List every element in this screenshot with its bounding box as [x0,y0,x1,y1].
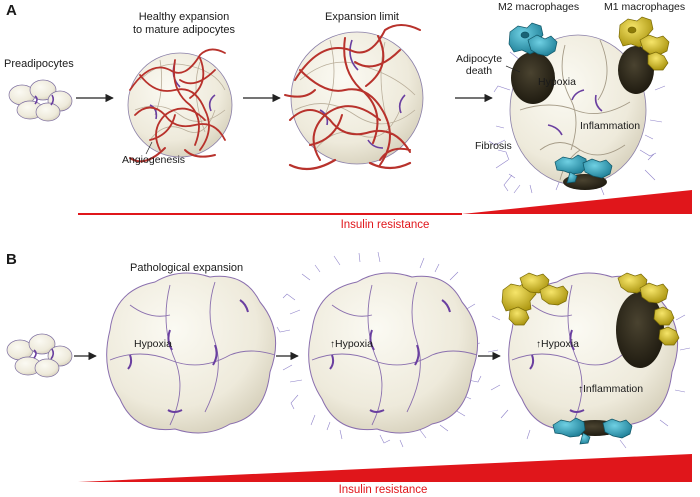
adipocyte-death-label: Adipocyte death [456,53,502,77]
healthy-expansion-label: Healthy expansion to mature adipocytes [133,11,235,36]
insulin-resistance-label-a: Insulin resistance [340,219,430,231]
inflammation-label-a: Inflammation [580,120,641,132]
insulin-resistance-label-b: Insulin resistance [338,484,428,496]
death-pointer [505,65,521,73]
dead-adipocyte [511,52,555,104]
m1-macrophages-b [501,272,680,346]
adipocyte-death-line1: Adipocyte [455,53,503,65]
m2-macrophages-b [552,417,633,445]
panel-a-letter: A [6,2,17,19]
angiogenesis-label: Angiogenesis [122,154,186,166]
insulin-wedge-a [462,190,692,214]
pathological-expansion-label: Pathological expansion [130,262,244,274]
angiogenesis-pointer [145,141,153,155]
inflammation-increase-label-b: ↑Inflammation [578,383,643,396]
hypoxia-text-b2: Hypoxia [335,338,373,350]
hypoxia-text-b3: Hypoxia [541,338,579,350]
expansion-limit-label: Expansion limit [325,11,399,23]
up-arrow-icon: ↑ [578,384,583,395]
m2-macrophages-a [508,22,613,184]
healthy-expansion-line1: Healthy expansion [138,11,230,23]
fibrosis-strands-b-final [487,314,691,449]
preadipocyte-cluster-a [8,79,73,122]
pathological-cluster [106,272,277,434]
fibrosis-strands-a [488,51,666,196]
panel-b-letter: B [6,251,17,268]
preadipocyte-cluster-b [6,333,73,378]
hypoxia-label-a: Hypoxia [538,76,576,88]
adipocyte-death-line2: death [465,65,493,78]
expansion-limit-cluster [284,24,424,171]
healthy-expansion-line2: to mature adipocytes [132,23,236,36]
healthy-cluster [127,48,233,163]
inflammation-text-b: Inflammation [583,383,644,395]
m1-macrophages-label-a: M1 macrophages [604,1,686,13]
hypoxia-label-b1: Hypoxia [134,338,172,350]
m1-macrophages-a [618,16,670,71]
preadipocytes-label: Preadipocytes [4,58,74,70]
up-arrow-icon: ↑ [536,339,541,350]
hypoxia-increase-label-b3: ↑Hypoxia [536,338,579,351]
insulin-wedge-b [78,454,692,482]
inflamed-cluster-a [509,34,654,190]
fibrosis-label: Fibrosis [475,140,512,152]
m2-macrophages-label-a: M2 macrophages [498,1,580,13]
fibrosis-strands-b-middle [276,251,482,448]
up-arrow-icon: ↑ [330,339,335,350]
hypoxic-cluster-b [308,272,479,434]
hypoxia-increase-label-b2: ↑Hypoxia [330,338,373,351]
